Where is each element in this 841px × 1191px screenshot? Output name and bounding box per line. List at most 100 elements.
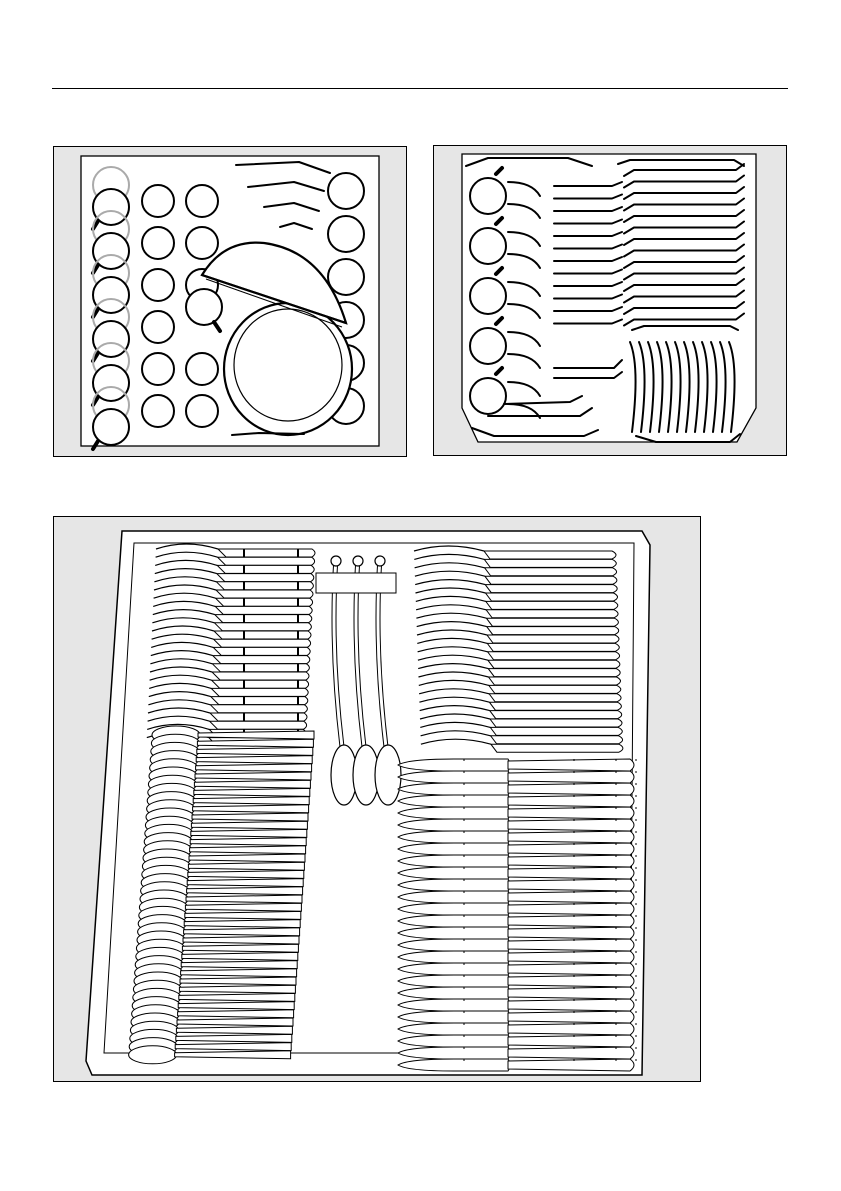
fork [484,559,616,567]
fork [213,656,310,664]
knife-handle [508,975,634,987]
cutlery-tray-panel [53,516,701,1082]
fork [211,697,308,705]
spoon-handle [179,993,295,1001]
spoon-handle [180,977,296,985]
fork [212,664,309,672]
knife-handle [508,843,634,855]
knife-blade [398,999,510,1011]
knife-blade [398,807,510,819]
spoon-handle [179,985,295,993]
knife-handle [508,891,634,903]
knife-blade [398,963,510,975]
spoon-handle [185,903,301,911]
plate-right [328,173,364,209]
knife-handle [508,1059,634,1071]
cup [470,228,506,264]
spoon-handle [197,747,313,755]
knife-blade [398,927,510,939]
knife-blade [398,879,510,891]
upper-basket-illustration [434,146,788,457]
saucer [142,269,174,301]
fork [210,721,307,729]
knife-handle [508,1047,634,1059]
fork [489,702,621,710]
deep-plate [224,303,352,435]
knife-blade [398,915,510,927]
knife-handle [508,759,634,771]
fork [489,677,621,685]
knife-handle [508,939,634,951]
spoon-handle [182,944,298,952]
knife-handle [508,807,634,819]
fork [214,631,311,639]
fork [210,713,307,721]
saucer [142,353,174,385]
fork [486,618,618,626]
fork [218,557,315,565]
spoon-handle [190,838,306,846]
spoon-handle [188,870,304,878]
spoon-handle [184,920,300,928]
saucer [186,395,218,427]
knife-handle [508,867,634,879]
knife-blade [398,987,510,999]
fork [488,669,620,677]
fork [489,694,621,702]
fork [490,711,622,719]
knife-handle [508,999,634,1011]
fork [491,736,623,744]
spoon-handle [187,887,303,895]
spoon-handle [197,739,313,747]
knife-blade [398,855,510,867]
fork [488,660,620,668]
knife-handle [508,963,634,975]
plate-right [328,259,364,295]
spoon-handle [189,854,305,862]
spoon-handle [187,879,303,887]
serving-spoon-hook [353,556,363,566]
knife-blade [398,831,510,843]
spoon-handle [194,780,310,788]
knife-handle [508,1011,634,1023]
spoon-handle [193,797,309,805]
knife-blade [398,759,510,771]
plate-right [328,216,364,252]
header-rule [52,88,788,89]
spoon-handle [194,788,310,796]
spoon-handle [191,829,307,837]
fork [218,549,315,557]
knife-handle [508,927,634,939]
knife-handle [508,1023,634,1035]
knife-blade [398,951,510,963]
spoon-handle [178,1010,294,1018]
fork [217,574,314,582]
fork [487,643,619,651]
knife-blade [398,1035,510,1047]
saucer-tilted [186,289,222,325]
knife-blade [398,783,510,795]
fork [484,551,616,559]
cutlery-tray-illustration [54,517,702,1083]
fork [488,652,620,660]
knife-handle [508,771,634,783]
knife-blade [398,1059,510,1071]
knife-handle [508,987,634,999]
spoon-handle [184,928,300,936]
fork [491,744,623,752]
knife-blade [398,939,510,951]
spoon-handle [188,862,304,870]
knife-blade [398,867,510,879]
spoon-handle [196,764,312,772]
saucer [142,311,174,343]
fork [211,688,308,696]
knife-blade [398,975,510,987]
spoon-handle [182,952,298,960]
saucer [186,353,218,385]
knife-blade [398,795,510,807]
fork [486,593,618,601]
fork [487,635,619,643]
spoon-handle [196,756,312,764]
fork [212,672,309,680]
